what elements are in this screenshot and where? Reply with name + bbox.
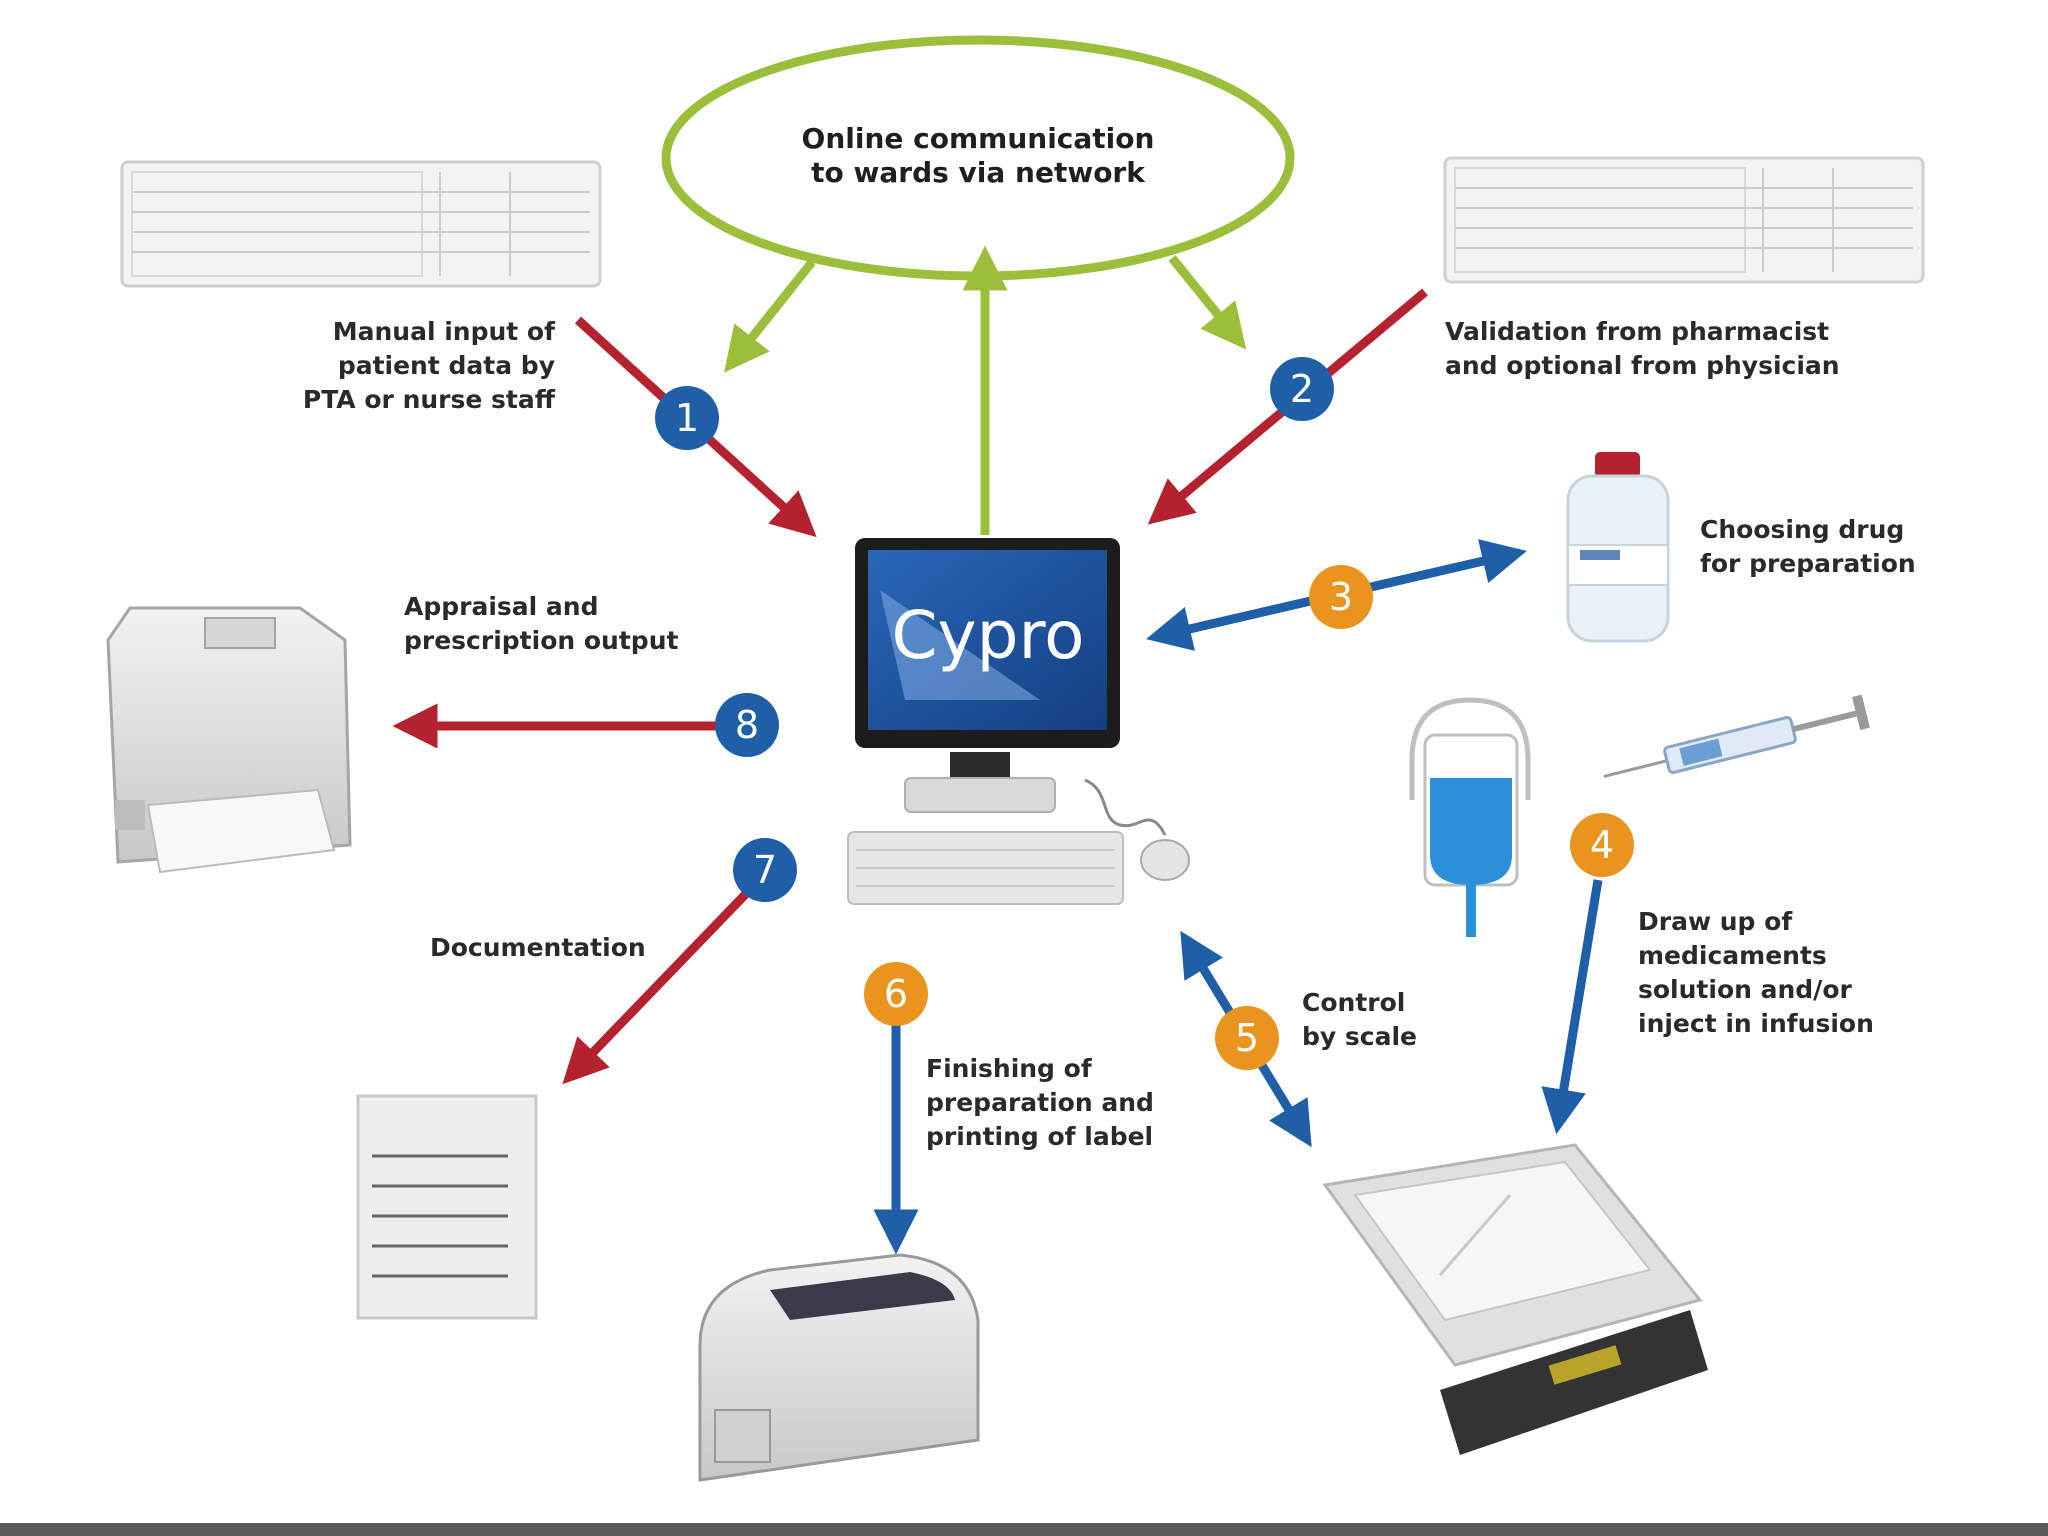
step7-label: Documentation bbox=[430, 933, 646, 962]
network-label: Online communication to wards via networ… bbox=[801, 122, 1155, 189]
step3-label: Choosing drug for preparation bbox=[1700, 515, 1916, 578]
step8-badge: 8 bbox=[715, 693, 779, 757]
step4-arrow bbox=[1541, 879, 1603, 1135]
network-to-step1-arrow bbox=[723, 259, 816, 373]
step4-label: Draw up of medicaments solution and/or i… bbox=[1638, 907, 1874, 1038]
bottom-bar bbox=[0, 1523, 2048, 1536]
cypro-logo: Cypro bbox=[891, 597, 1084, 674]
step4-badge: 4 bbox=[1570, 813, 1634, 877]
document-icon bbox=[356, 1094, 538, 1320]
step5-badge: 5 bbox=[1215, 1006, 1279, 1070]
keyboard-icon bbox=[1443, 156, 1925, 284]
prescription-printer-icon bbox=[106, 606, 352, 874]
network-to-step2-arrow bbox=[1168, 255, 1247, 350]
step8-label: Appraisal and prescription output bbox=[404, 592, 679, 655]
step3-badge: 3 bbox=[1309, 565, 1373, 629]
step2-badge: 2 bbox=[1270, 357, 1334, 421]
step7-arrow bbox=[562, 871, 768, 1085]
keyboard-icon bbox=[120, 160, 602, 288]
drug-bottle-icon bbox=[1566, 452, 1670, 643]
step1-label: Manual input of patient data by PTA or n… bbox=[302, 317, 555, 414]
syringe-icon bbox=[1603, 694, 1870, 778]
monitor-icon bbox=[847, 538, 1190, 905]
step1-badge: 1 bbox=[655, 386, 719, 450]
step2-label: Validation from pharmacist and optional … bbox=[1445, 317, 1840, 380]
infusion-bag-icon bbox=[1409, 697, 1531, 937]
label-printer-icon bbox=[698, 1253, 980, 1482]
step6-label: Finishing of preparation and printing of… bbox=[926, 1054, 1154, 1151]
step6-badge: 6 bbox=[864, 962, 928, 1026]
step7-badge: 7 bbox=[733, 838, 797, 902]
step5-label: Control by scale bbox=[1302, 988, 1417, 1051]
scale-icon bbox=[1322, 1143, 1708, 1455]
